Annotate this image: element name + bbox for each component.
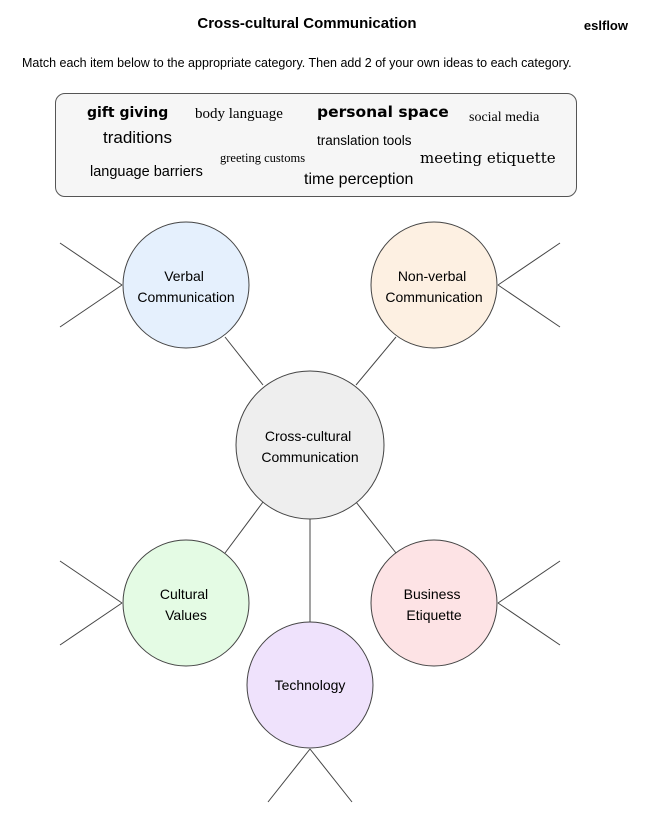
center-node: Cross-cultural Communication: [235, 370, 385, 520]
word-bank-item-traditions[interactable]: traditions: [103, 128, 172, 147]
category-cultural-values[interactable]: Cultural Values: [122, 539, 250, 667]
idea-line-nonverbal-1: [497, 242, 561, 286]
category-cultural-values-circle: [122, 539, 250, 667]
word-bank-item-translation-tools[interactable]: translation tools: [317, 133, 412, 148]
word-bank-item-gift-giving[interactable]: gift giving: [87, 105, 169, 121]
category-technology[interactable]: Technology: [246, 621, 374, 749]
word-bank-box: gift giving body language personal space…: [55, 93, 577, 197]
category-verbal-circle: [122, 221, 250, 349]
idea-line-cultural-1: [59, 560, 123, 604]
category-business-etiquette-label: Business Etiquette: [404, 586, 465, 623]
idea-line-nonverbal-2: [497, 284, 561, 328]
connector-cultural-values: [224, 501, 264, 554]
word-bank-item-meeting-etiquette[interactable]: meeting etiquette: [420, 149, 556, 167]
worksheet-title: Cross-cultural Communication: [197, 15, 417, 32]
center-label: Cross-cultural Communication: [261, 428, 358, 465]
category-verbal-label: Verbal Communication: [137, 268, 234, 305]
category-nonverbal-label: Non-verbal Communication: [385, 268, 482, 305]
word-bank-item-personal-space[interactable]: personal space: [317, 103, 449, 121]
idea-line-business-2: [497, 602, 561, 646]
category-business-etiquette-circle: [370, 539, 498, 667]
category-business-etiquette[interactable]: Business Etiquette: [370, 539, 498, 667]
connector-nonverbal: [355, 336, 397, 386]
idea-line-technology-2: [309, 748, 353, 803]
idea-line-technology-1: [267, 748, 311, 803]
category-nonverbal-circle: [370, 221, 498, 349]
idea-line-verbal-1: [59, 242, 123, 286]
word-bank-item-greeting-customs[interactable]: greeting customs: [220, 151, 306, 165]
connector-lines: [59, 242, 561, 803]
word-bank-item-time-perception[interactable]: time perception: [304, 171, 414, 188]
idea-line-business-1: [497, 560, 561, 604]
center-circle: [235, 370, 385, 520]
connector-verbal: [224, 336, 264, 386]
connector-business-etiquette: [355, 501, 397, 554]
category-cultural-values-label: Cultural Values: [160, 586, 212, 623]
instructions-text: Match each item below to the appropriate…: [22, 56, 572, 70]
word-bank-item-body-language[interactable]: body language: [195, 106, 283, 122]
word-bank-item-language-barriers[interactable]: language barriers: [90, 164, 203, 180]
category-technology-circle: [246, 621, 374, 749]
category-nonverbal[interactable]: Non-verbal Communication: [370, 221, 498, 349]
category-technology-label: Technology: [275, 677, 346, 693]
word-bank-item-social-media[interactable]: social media: [469, 110, 540, 125]
category-verbal[interactable]: Verbal Communication: [122, 221, 250, 349]
brand-logo-text: eslflow: [583, 18, 628, 33]
idea-line-cultural-2: [59, 602, 123, 646]
idea-line-verbal-2: [59, 284, 123, 328]
